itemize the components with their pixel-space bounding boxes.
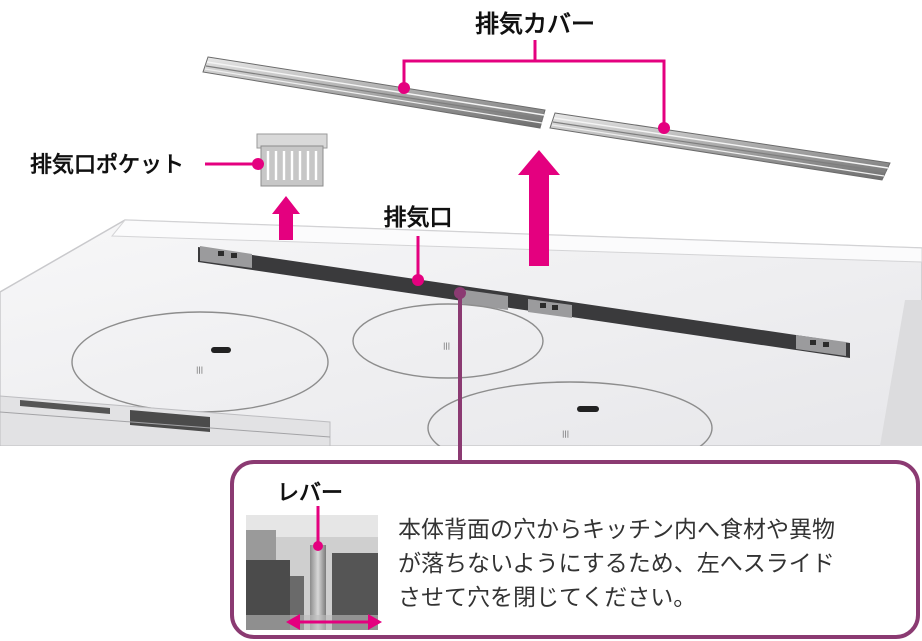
exhaust-cover-leader [398,40,670,134]
vent-cap-right [796,335,846,356]
cooktop-back-rim [110,219,922,263]
lever-connector [454,287,466,462]
burner-left-mark [211,347,231,353]
burner-right-mark [577,406,599,412]
exhaust-cover-right [549,112,891,181]
lever-instruction: 本体背面の穴からキッチン内へ食材や異物 が落ちないようにするため、左へスライド … [398,517,835,611]
lever-photo [246,515,378,630]
vent-cap-hole [823,342,829,347]
cooktop-right-edge [880,300,922,446]
exhaust-cover-left [202,56,546,129]
vent-cap-left [200,246,252,268]
lever-leader [313,506,323,551]
exhaust-label: 排気口 [384,204,453,231]
lever-callout-box [230,460,920,639]
exhaust-cover-label: 排気カバー [475,10,595,38]
vent-cap-center [528,299,572,318]
vent-cap-hole [552,305,558,310]
instruction-line: 本体背面の穴からキッチン内へ食材や異物 [398,517,835,543]
pocket-label: 排気口ポケット [30,152,184,178]
control-divider [0,411,331,438]
burner-right-symbol: ||| [562,430,569,438]
vent-cap-hole [218,251,224,256]
pocket-leader [205,158,264,170]
vent-cap-hole [810,340,816,345]
vent-cap-hole [231,253,237,258]
exhaust-leader [412,236,424,286]
instruction-line: が落ちないようにするため、左へスライド [398,551,835,577]
burner-center [352,303,544,379]
pocket-lift-arrow [272,196,300,240]
lever-label: レバー [277,481,343,506]
burner-left-symbol: ||| [196,366,203,374]
burner-center-symbol: ||| [443,342,450,350]
control-display [20,400,110,414]
slide-double-arrow [286,614,382,630]
cover-lift-arrow [518,150,560,266]
vent-cap-hole [540,303,546,308]
exhaust-pocket [256,133,328,187]
exhaust-slot [198,247,850,358]
burner-right [427,381,713,446]
instruction-line: させて穴を閉じてください。 [398,585,696,611]
